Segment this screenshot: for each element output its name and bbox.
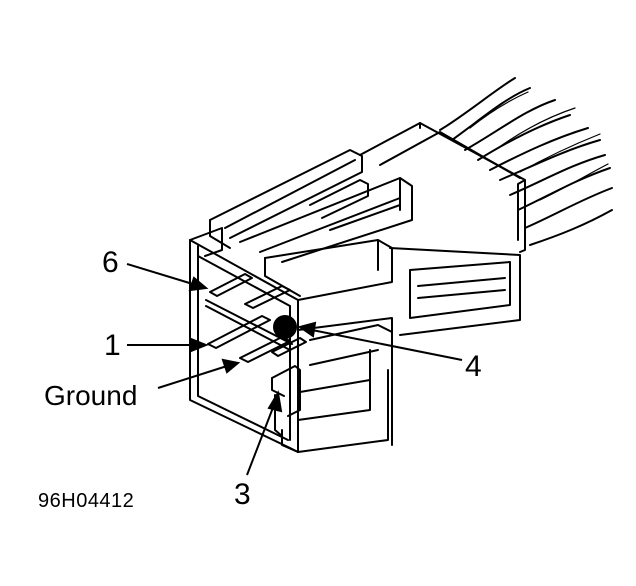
connector-housing (189, 122, 526, 453)
terminal-pins (207, 273, 307, 363)
leader-arrows (126, 263, 463, 476)
label-pin-3: 3 (234, 478, 251, 511)
label-pin-1: 1 (104, 329, 121, 362)
wire-bundle (439, 77, 613, 246)
pin-4-marker (273, 315, 297, 339)
label-pin-4: 4 (465, 350, 482, 383)
reference-code: 96H04412 (38, 490, 135, 512)
label-ground: Ground (44, 380, 138, 411)
label-pin-6: 6 (102, 246, 119, 279)
